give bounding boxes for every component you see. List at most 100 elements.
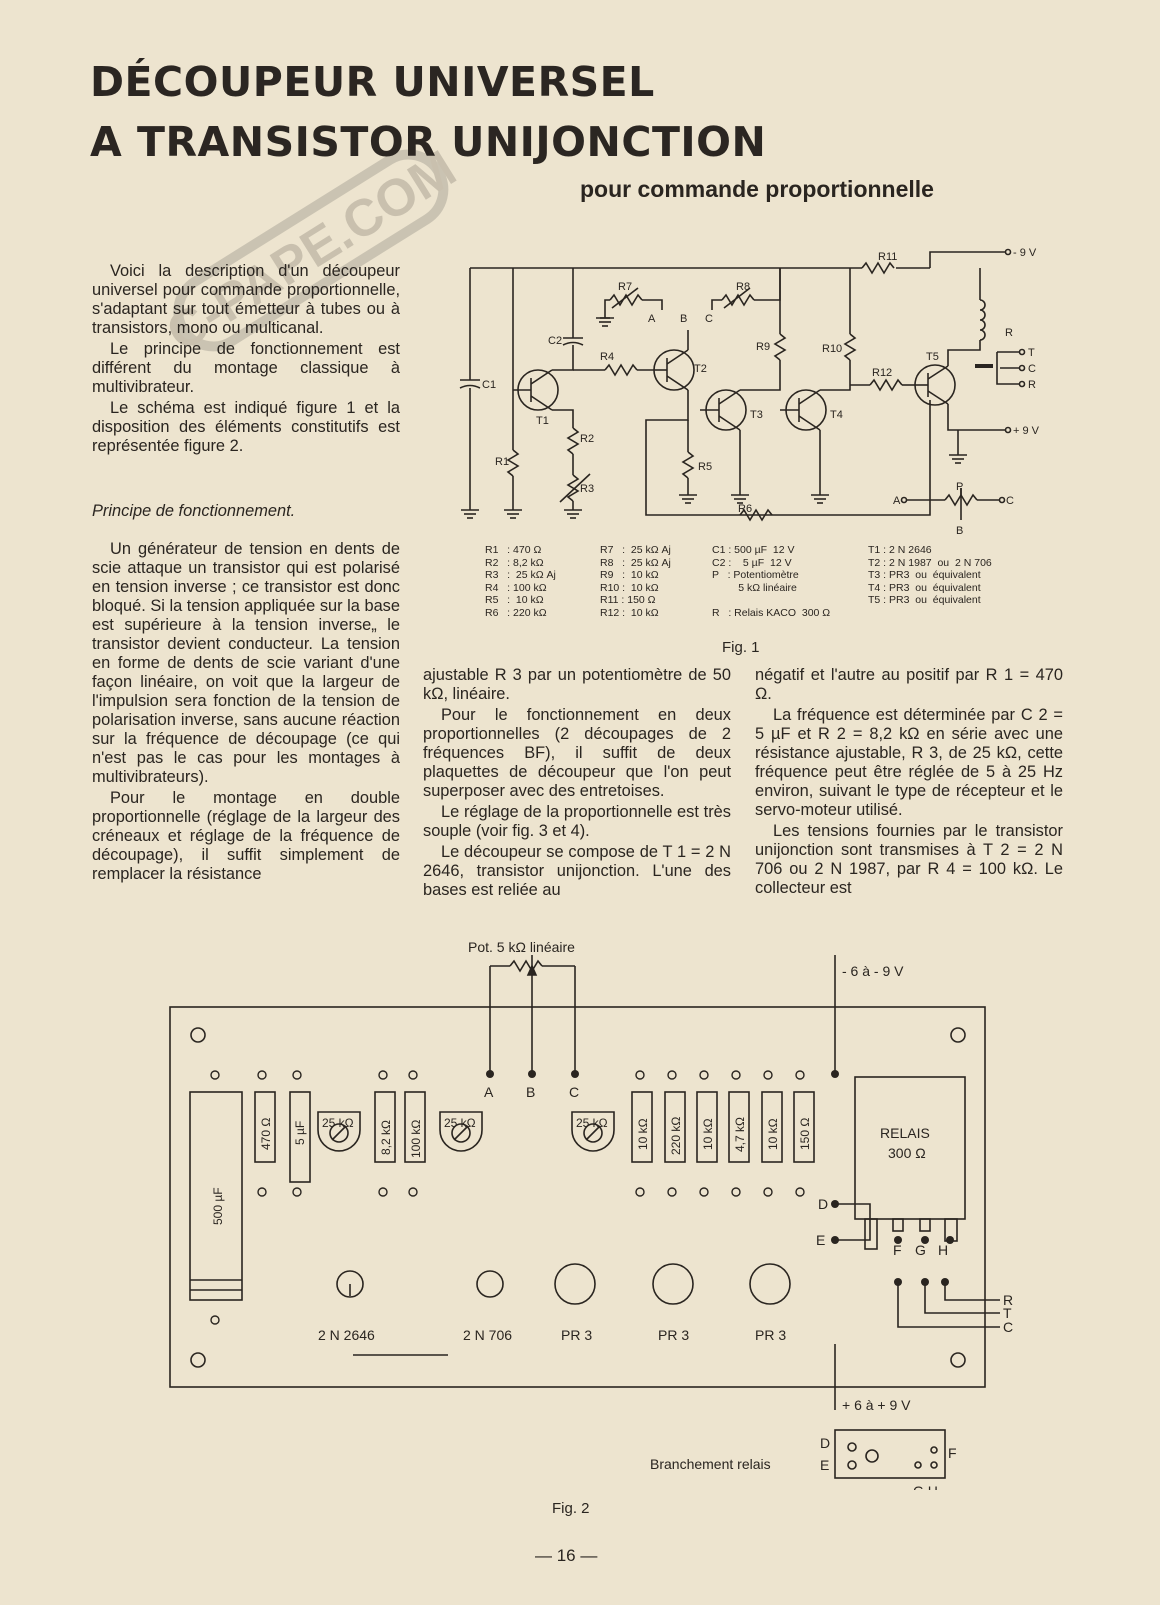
- label-pot-a: A: [893, 495, 901, 507]
- paragraph: négatif et l'autre au positif par R 1 = …: [755, 666, 1063, 703]
- relay-pin-h: H: [938, 1242, 948, 1258]
- transistor-label-t2: 2 N 706: [463, 1327, 512, 1343]
- intro-text: Voici la description d'un découpeur univ…: [92, 262, 400, 458]
- label-c: C: [705, 313, 713, 325]
- label-t5: T5: [926, 351, 939, 363]
- branch-pin-gh: G H: [913, 1483, 938, 1490]
- label-t1: T1: [536, 415, 549, 427]
- output-r: R: [1003, 1292, 1013, 1308]
- pin-b: B: [526, 1084, 535, 1100]
- resistor-label-8k2: 8,2 kΩ: [379, 1120, 393, 1155]
- label-c2: C2: [548, 335, 562, 347]
- paragraph: Le réglage de la proportionnelle est trè…: [423, 803, 731, 840]
- transistor-label-t3: PR 3: [561, 1327, 592, 1343]
- page-number: — 16 —: [535, 1546, 598, 1565]
- trimmer-label-2: 25 kΩ: [444, 1116, 476, 1130]
- label-r2: R2: [580, 433, 594, 445]
- paragraph: Un générateur de tension en dents de sci…: [92, 540, 400, 786]
- resistor-label-r10: 4,7 kΩ: [733, 1117, 747, 1152]
- paragraph: Le schéma est indiqué figure 1 et la dis…: [92, 399, 400, 455]
- label-r10: R10: [822, 343, 842, 355]
- column-1: Un générateur de tension en dents de sci…: [92, 540, 400, 886]
- column-3: négatif et l'autre au positif par R 1 = …: [755, 666, 1063, 900]
- trimmer-label-1: 25 kΩ: [322, 1116, 354, 1130]
- watermark: C-PAPE.COM: [157, 140, 466, 363]
- label-neg9v: - 9 V: [1013, 247, 1037, 259]
- branch-pin-f: F: [948, 1445, 957, 1461]
- resistor-label-r5: 10 kΩ: [636, 1118, 650, 1150]
- branch-pin-e: E: [820, 1457, 829, 1473]
- label-out-r: R: [1028, 379, 1036, 391]
- column-2: ajustable R 3 par un potentiomètre de 50…: [423, 666, 731, 902]
- transistor-label-t4: PR 3: [658, 1327, 689, 1343]
- pin-a: A: [484, 1084, 494, 1100]
- figure-1-caption: Fig. 1: [722, 639, 760, 656]
- section-heading: Principe de fonctionnement.: [92, 502, 296, 520]
- label-r8: R8: [736, 281, 750, 293]
- output-t: T: [1003, 1305, 1012, 1321]
- paragraph: Les tensions fournies par le transistor …: [755, 822, 1063, 897]
- label-pos9v: + 9 V: [1013, 425, 1040, 437]
- relay-pin-g: G: [915, 1242, 926, 1258]
- figure-2-layout: Pot. 5 kΩ linéaire - 6 à - 9 V + 6 à + 9…: [169, 939, 1013, 1490]
- relay-pin-e: E: [816, 1232, 825, 1248]
- resistor-label-r9: 10 kΩ: [701, 1118, 715, 1150]
- label-r3: R3: [580, 483, 594, 495]
- transistor-label-t5: PR 3: [755, 1327, 786, 1343]
- label-r6: R6: [738, 503, 752, 515]
- resistor-label-470: 470 Ω: [259, 1118, 273, 1150]
- paragraph: ajustable R 3 par un potentiomètre de 50…: [423, 666, 731, 703]
- label-t3: T3: [750, 409, 763, 421]
- resistor-label-r6: 220 kΩ: [669, 1117, 683, 1155]
- label-out-t: T: [1028, 347, 1035, 359]
- label-a: A: [648, 313, 656, 325]
- title-line-1: DÉCOUPEUR UNIVERSEL: [90, 58, 655, 106]
- supply-negative: - 6 à - 9 V: [842, 963, 904, 979]
- relay-value: 300 Ω: [888, 1145, 926, 1161]
- label-p: P: [956, 481, 963, 493]
- pin-c: C: [569, 1084, 579, 1100]
- legend-transistors: T1 : 2 N 2646 T2 : 2 N 1987 ou 2 N 706 T…: [868, 544, 992, 606]
- legend-resistors-1: R1 : 470 Ω R2 : 8,2 kΩ R3 : 25 kΩ Aj R4 …: [485, 544, 556, 619]
- relay-pin-d: D: [818, 1196, 828, 1212]
- resistor-label-100k: 100 kΩ: [409, 1120, 423, 1158]
- pot-label: Pot. 5 kΩ linéaire: [468, 939, 575, 955]
- label-t4: T4: [830, 409, 843, 421]
- label-r5: R5: [698, 461, 712, 473]
- paragraph: La fréquence est déterminée par C 2 = 5 …: [755, 706, 1063, 819]
- paragraph: Le découpeur se compose de T 1 = 2 N 264…: [423, 843, 731, 899]
- cap-5uf-label: 5 µF: [293, 1121, 307, 1145]
- paragraph: Le principe de fonctionnement est différ…: [92, 340, 400, 396]
- label-out-c: C: [1028, 363, 1036, 375]
- subtitle: pour commande proportionnelle: [580, 176, 934, 202]
- label-r11: R11: [878, 251, 897, 263]
- legend-capacitors: C1 : 500 µF 12 V C2 : 5 µF 12 V P : Pote…: [712, 544, 831, 619]
- label-t2: T2: [694, 363, 707, 375]
- figure-2-caption: Fig. 2: [552, 1500, 590, 1517]
- label-b: B: [680, 313, 687, 325]
- relay-title: RELAIS: [880, 1125, 930, 1141]
- label-pot-b: B: [956, 525, 963, 537]
- label-pot-c: C: [1006, 495, 1014, 507]
- supply-positive: + 6 à + 9 V: [842, 1397, 911, 1413]
- branchement-label: Branchement relais: [650, 1456, 771, 1472]
- cap-500uf-label: 500 µF: [211, 1187, 225, 1225]
- figure-1-schematic: C1 C2 R1 R2 R3 R4 R5 R6 R7 R8 R9 R10 R11…: [459, 247, 1040, 537]
- paragraph: Pour le montage en double proportionnell…: [92, 789, 400, 883]
- transistor-label-t1: 2 N 2646: [318, 1327, 375, 1343]
- label-r4: R4: [600, 351, 614, 363]
- label-r9: R9: [756, 341, 770, 353]
- label-r7: R7: [618, 281, 632, 293]
- label-relay-r: R: [1005, 327, 1013, 339]
- trimmer-label-3: 25 kΩ: [576, 1116, 608, 1130]
- output-c: C: [1003, 1319, 1013, 1335]
- legend-resistors-2: R7 : 25 kΩ Aj R8 : 25 kΩ Aj R9 : 10 kΩ R…: [600, 544, 671, 619]
- relay-pin-f: F: [893, 1242, 902, 1258]
- paragraph: Voici la description d'un découpeur univ…: [92, 262, 400, 337]
- branch-pin-d: D: [820, 1435, 830, 1451]
- title-line-2: A TRANSISTOR UNIJONCTION: [90, 118, 767, 166]
- resistor-label-r11: 150 Ω: [798, 1118, 812, 1150]
- label-r1: R1: [495, 456, 509, 468]
- resistor-label-r12: 10 kΩ: [766, 1118, 780, 1150]
- paragraph: Pour le fonctionnement en deux proportio…: [423, 706, 731, 800]
